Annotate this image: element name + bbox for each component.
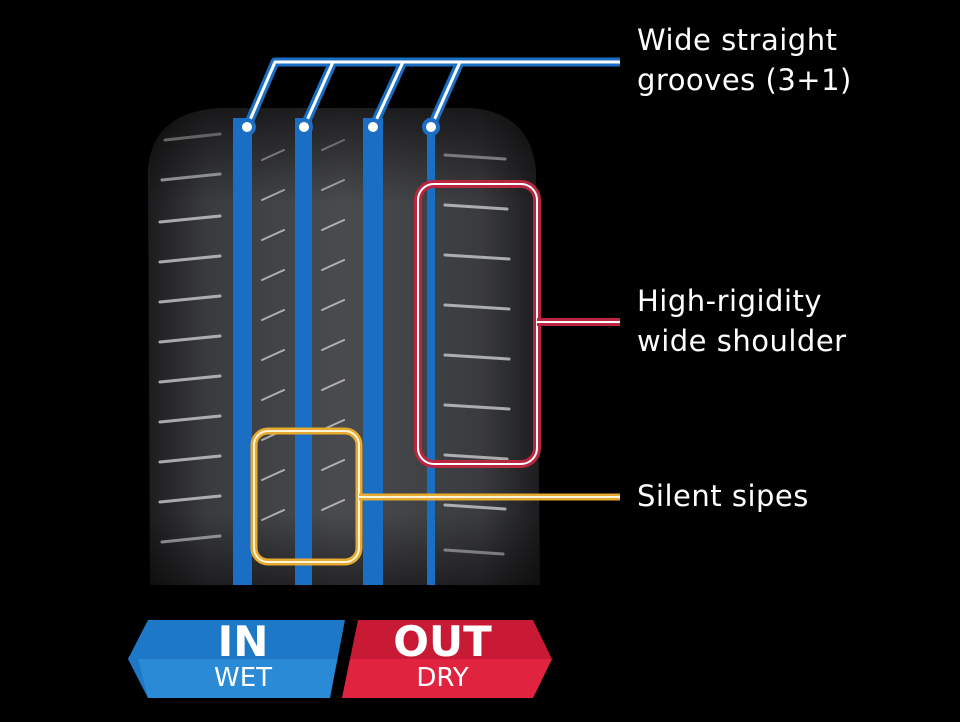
groove-callout-lines: [238, 57, 620, 136]
out-badge-shape: [342, 620, 552, 698]
shoulder-label: High-rigidity wide shoulder: [637, 281, 847, 361]
sipes-callout: [250, 427, 620, 566]
shoulder-callout: [414, 180, 620, 468]
in-badge-shape: [128, 620, 345, 698]
grooves: [233, 118, 435, 585]
groove-dot-3: [364, 118, 382, 136]
shoulder-label-line2: wide shoulder: [637, 324, 847, 358]
groove-dot-1: [238, 118, 256, 136]
in-badge: IN WET: [148, 617, 338, 693]
in-badge-subtitle: WET: [213, 663, 273, 693]
groove-dot-2: [295, 118, 313, 136]
shoulder-label-line1: High-rigidity: [637, 284, 823, 318]
groove-dot-4: [422, 118, 440, 136]
out-badge: OUT DRY: [350, 617, 535, 693]
out-badge-title: OUT: [393, 617, 492, 666]
in-badge-title: IN: [217, 617, 269, 666]
out-badge-subtitle: DRY: [416, 663, 469, 693]
sipes-label: Silent sipes: [637, 479, 809, 513]
grooves-label-line2: grooves (3+1): [637, 63, 852, 97]
grooves-label-line1: Wide straight: [637, 23, 838, 57]
tire: [148, 108, 540, 585]
grooves-label: Wide straight grooves (3+1): [637, 20, 852, 100]
